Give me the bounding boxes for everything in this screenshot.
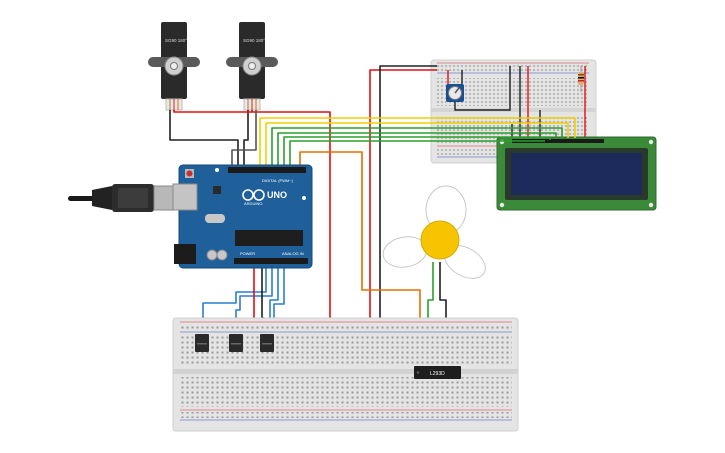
power-label: POWER: [240, 251, 255, 256]
arduino-model-text: UNO: [267, 190, 287, 200]
sensor-2[interactable]: [229, 334, 243, 352]
microcontroller-chip: [235, 230, 303, 246]
servo-1-label: SG90 180°: [165, 38, 187, 43]
potentiometer[interactable]: [446, 84, 464, 102]
digital-label: DIGITAL (PWM~): [262, 178, 294, 183]
driver-chip-label: L293D: [430, 371, 445, 377]
fan-motor[interactable]: [381, 185, 491, 285]
sensor-1[interactable]: [195, 334, 209, 352]
arduino-logo-icon: [242, 189, 265, 201]
arduino-uno-board[interactable]: UNO ARDUINO DIGITAL (PWM~) POWER ANALOG …: [172, 164, 313, 269]
lcd-pin-header: [512, 139, 604, 143]
power-analog-header: [234, 258, 308, 264]
servo-motor-1[interactable]: SG90 180°: [148, 22, 200, 99]
digital-header: [228, 167, 306, 173]
lcd-display[interactable]: [496, 136, 657, 211]
sensor-3[interactable]: [260, 334, 274, 352]
arduino-brand-text: ARDUINO: [244, 201, 262, 206]
usb-cable: [68, 184, 183, 212]
analog-label: ANALOG IN: [282, 251, 304, 256]
resistor[interactable]: [578, 66, 584, 92]
servo-motor-2[interactable]: SG90 180°: [226, 22, 278, 99]
main-breadboard[interactable]: [172, 317, 519, 432]
motor-driver-chip[interactable]: L293D: [414, 366, 461, 379]
servo-connectors: [165, 98, 261, 111]
servo-2-label: SG90 180°: [243, 38, 265, 43]
